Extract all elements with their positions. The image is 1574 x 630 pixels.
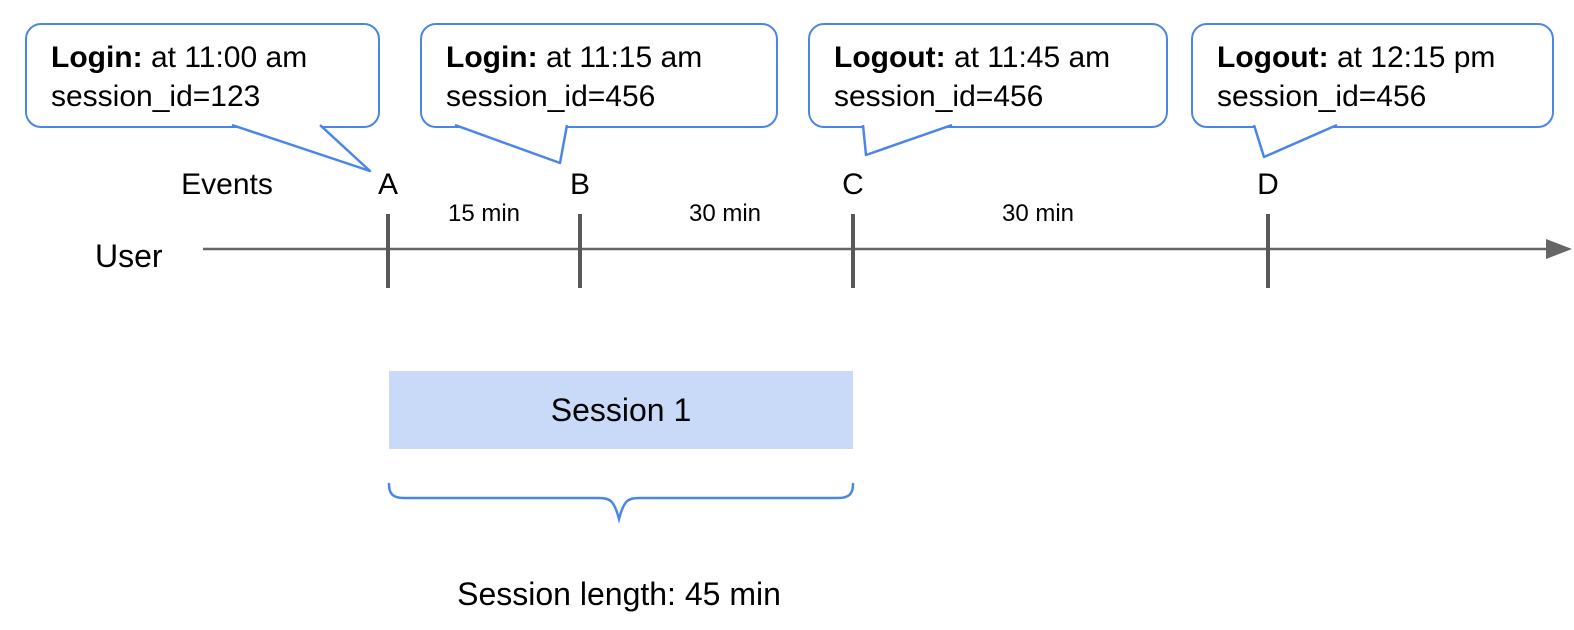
event-type: Logout: [834,41,946,74]
event-letter-d: D [1257,168,1279,201]
callout-line2: session_id=456 [446,80,656,113]
callout-tail-a [231,123,372,173]
interval-label-b-c: 30 min [688,200,762,227]
interval-label-c-d: 30 min [1001,200,1075,227]
callout-logout-d: Logout: at 12:15 pm session_id=456 [1191,23,1554,128]
callout-tail-d [1252,123,1338,159]
user-label: User [95,238,163,274]
session-1-label: Session 1 [550,391,692,428]
event-letter-b: B [569,168,591,201]
callout-line2: session_id=456 [1217,80,1427,113]
callout-line1: Logout: at 11:45 am [834,38,1156,77]
callout-tail-b [454,123,569,165]
event-time: at 11:15 am [537,41,703,74]
callout-login-b: Login: at 11:15 am session_id=456 [420,23,778,128]
session-length-label: Session length: 45 min [457,576,781,612]
callout-line1: Login: at 11:15 am [446,38,766,77]
callout-login-a: Login: at 11:00 am session_id=123 [25,23,380,128]
event-type: Logout: [1217,41,1329,74]
event-letter-c: C [842,168,864,201]
callout-line1: Logout: at 12:15 pm [1217,38,1542,77]
event-letter-a: A [377,168,399,201]
callout-line2: session_id=456 [834,80,1044,113]
callout-line1: Login: at 11:00 am [51,38,368,77]
timeline-arrowhead-icon [1546,239,1572,259]
callout-line2: session_id=123 [51,80,261,113]
event-time: at 12:15 pm [1328,41,1496,74]
interval-label-a-b: 15 min [447,200,521,227]
event-time: at 11:45 am [945,41,1111,74]
session-length-brace [387,482,855,524]
callout-logout-c: Logout: at 11:45 am session_id=456 [808,23,1168,128]
callout-tail-c [861,123,953,157]
events-label: Events [181,168,273,201]
session-1-box: Session 1 [389,371,853,449]
event-time: at 11:00 am [142,41,308,74]
event-type: Login: [446,41,538,74]
event-type: Login: [51,41,143,74]
